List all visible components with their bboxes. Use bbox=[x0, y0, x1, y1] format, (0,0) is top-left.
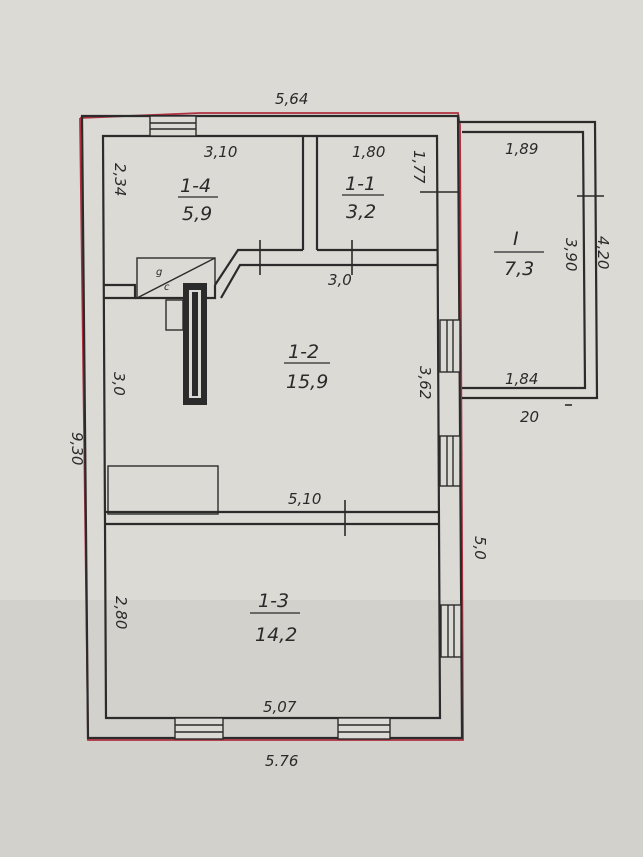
svg-text:1-4: 1-4 bbox=[180, 175, 211, 197]
dim-room13-bottom: 5,07 bbox=[263, 698, 297, 716]
room-1-1: 1-1 3,2 bbox=[342, 173, 384, 223]
dim-annex-top: 1,89 bbox=[505, 140, 538, 158]
window-right-1 bbox=[439, 319, 461, 373]
stove bbox=[136, 257, 216, 405]
svg-text:1-3: 1-3 bbox=[258, 590, 289, 612]
svg-text:5,9: 5,9 bbox=[182, 203, 212, 225]
dim-room14-side: 2,34 bbox=[111, 163, 129, 196]
bench bbox=[107, 465, 219, 515]
window-bottom-1 bbox=[174, 717, 224, 740]
dim-room11-top: 1,80 bbox=[352, 143, 385, 161]
annex-wall bbox=[458, 120, 599, 400]
dim-room14-top: 3,10 bbox=[204, 143, 237, 161]
annex-inner bbox=[462, 130, 587, 390]
dim-annex-wall: 20 bbox=[520, 408, 539, 426]
svg-text:7,3: 7,3 bbox=[504, 258, 534, 280]
stove-mark-a: g bbox=[156, 267, 162, 278]
room-1-3: 1-3 14,2 bbox=[250, 590, 300, 646]
dim-top-outer: 5,64 bbox=[275, 90, 308, 108]
dim-annex-bottom: 1,84 bbox=[505, 370, 538, 388]
dim-right-lower: 5,0 bbox=[471, 536, 489, 560]
inner-wall bbox=[101, 134, 442, 720]
room-1-4: 1-4 5,9 bbox=[178, 175, 218, 225]
dim-room13-left: 2,80 bbox=[112, 596, 130, 629]
outer-wall bbox=[80, 114, 464, 740]
window-bottom-2 bbox=[337, 717, 391, 740]
partition-12-upper-b bbox=[220, 263, 437, 299]
dim-room12-right: 3,62 bbox=[416, 366, 434, 399]
dim-annex-inner: 3,90 bbox=[562, 238, 580, 271]
dim-left-outer: 9,30 bbox=[68, 432, 86, 465]
dim-annex-outer: 4,20 bbox=[594, 236, 612, 269]
outer-outline bbox=[79, 112, 464, 741]
room-I: I 7,3 bbox=[494, 228, 544, 280]
svg-text:3,2: 3,2 bbox=[346, 201, 376, 223]
svg-text:1-1: 1-1 bbox=[345, 173, 376, 195]
window-right-2 bbox=[439, 435, 461, 487]
svg-text:I: I bbox=[513, 228, 519, 250]
partition-12-upper bbox=[214, 248, 303, 286]
dim-bottom-outer: 5.76 bbox=[265, 752, 298, 770]
svg-text:15,9: 15,9 bbox=[286, 371, 328, 393]
partition-top-of-12 bbox=[103, 283, 137, 300]
window-top bbox=[149, 115, 197, 137]
dim-room12-top: 3,0 bbox=[328, 271, 352, 289]
room-1-2: 1-2 15,9 bbox=[284, 341, 330, 393]
stove-mark-b: c bbox=[164, 282, 170, 293]
dim-room11-side: 1,77 bbox=[410, 150, 428, 184]
svg-text:1-2: 1-2 bbox=[288, 341, 319, 363]
paper-shade bbox=[0, 600, 643, 857]
svg-text:14,2: 14,2 bbox=[255, 624, 297, 646]
window-right-3 bbox=[440, 604, 462, 658]
dim-room12-left: 3,0 bbox=[110, 372, 128, 396]
dim-room12-bottom: 5,10 bbox=[288, 490, 321, 508]
